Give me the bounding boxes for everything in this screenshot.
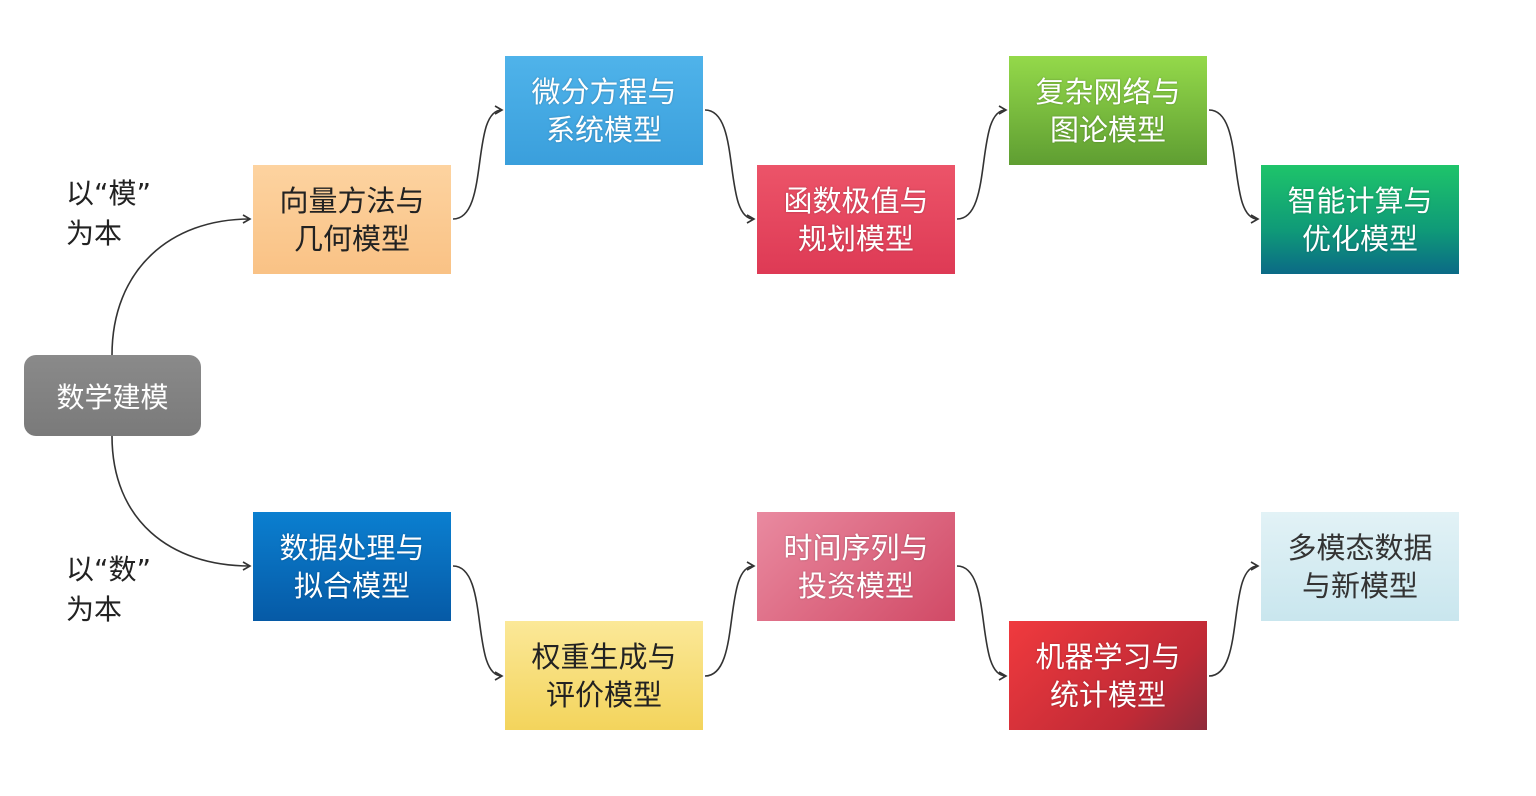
connector-root-top — [111, 214, 252, 356]
connector-b2-b3 — [704, 561, 756, 677]
node-time-series[interactable]: 时间序列与投资模型 — [757, 512, 955, 621]
node-text: 与新模型 — [1301, 568, 1418, 603]
node-vector-geometry[interactable]: 向量方法与几何模型 — [253, 165, 451, 274]
branch-label-line: 为本 — [66, 217, 123, 250]
node-text: 数据处理与 — [279, 530, 425, 565]
connector-b1-b2 — [452, 565, 504, 681]
node-text: 系统模型 — [545, 112, 662, 147]
node-text: 权重生成与 — [531, 639, 677, 674]
connector-t1-t2 — [452, 105, 504, 220]
branch-label-model: 以“模” 为本 — [66, 174, 186, 254]
node-text: 投资模型 — [797, 568, 914, 603]
node-text: 评价模型 — [545, 677, 662, 712]
branch-label-data: 以“数” 为本 — [66, 550, 186, 630]
root-node[interactable]: 数学建模 — [24, 355, 201, 436]
node-text: 函数极值与 — [783, 183, 929, 218]
root-label: 数学建模 — [56, 380, 169, 414]
connector-t4-t5 — [1208, 109, 1260, 224]
node-text: 机器学习与 — [1035, 639, 1181, 674]
node-text: 复杂网络与 — [1035, 74, 1181, 109]
connector-t2-t3 — [704, 109, 756, 224]
connector-b4-b5 — [1208, 561, 1260, 677]
node-text: 几何模型 — [293, 221, 410, 256]
node-weight-evaluation[interactable]: 权重生成与评价模型 — [505, 621, 703, 730]
branch-label-line: 以“模” — [66, 177, 152, 210]
connector-b3-b4 — [956, 565, 1008, 681]
node-text: 微分方程与 — [531, 74, 677, 109]
node-text: 多模态数据 — [1287, 530, 1433, 565]
connector-t3-t4 — [956, 105, 1008, 220]
node-text: 向量方法与 — [279, 183, 425, 218]
node-text: 统计模型 — [1049, 677, 1166, 712]
branch-label-line: 以“数” — [66, 553, 152, 586]
node-text: 优化模型 — [1301, 221, 1418, 256]
node-text: 拟合模型 — [293, 568, 410, 603]
branch-label-line: 为本 — [66, 593, 123, 626]
node-complex-network[interactable]: 复杂网络与图论模型 — [1009, 56, 1207, 165]
node-machine-learning[interactable]: 机器学习与统计模型 — [1009, 621, 1207, 730]
node-intelligent-computing[interactable]: 智能计算与优化模型 — [1261, 165, 1459, 274]
node-text: 时间序列与 — [783, 530, 929, 565]
node-data-processing[interactable]: 数据处理与拟合模型 — [253, 512, 451, 621]
node-function-extremum[interactable]: 函数极值与规划模型 — [757, 165, 955, 274]
node-text: 智能计算与 — [1287, 183, 1433, 218]
node-differential-equations[interactable]: 微分方程与系统模型 — [505, 56, 703, 165]
node-text: 图论模型 — [1049, 112, 1166, 147]
connector-root-bottom — [111, 435, 252, 571]
node-multimodal-data[interactable]: 多模态数据与新模型 — [1261, 512, 1459, 621]
node-text: 规划模型 — [797, 221, 914, 256]
